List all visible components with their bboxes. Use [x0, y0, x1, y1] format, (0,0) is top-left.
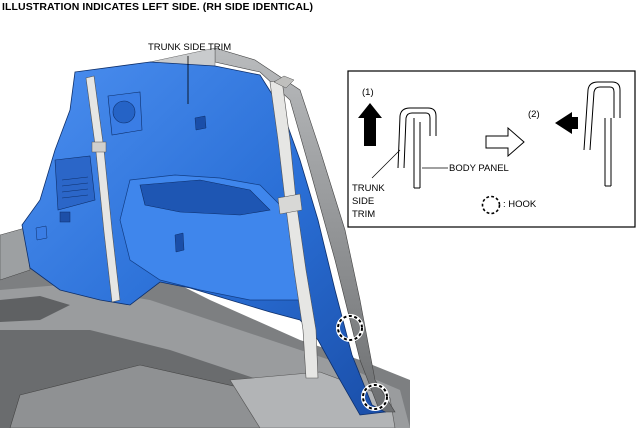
hook-marker-icon	[336, 314, 364, 342]
step-1-label: (1)	[362, 87, 374, 98]
trim-leader	[371, 149, 401, 179]
hook-marker-icon	[361, 383, 389, 411]
arrow-right-outline-icon	[485, 126, 525, 158]
detail-inset-box	[347, 70, 636, 228]
trim-label-line-3: TRIM	[352, 209, 376, 220]
body-panel-label: BODY PANEL	[449, 163, 509, 174]
trunk-side-trim	[21, 61, 387, 416]
hook-legend-label: : HOOK	[503, 199, 537, 210]
trim-label-line-2: SIDE	[352, 196, 375, 207]
arrow-up-icon	[358, 103, 382, 146]
trim-hook-detail	[397, 107, 437, 189]
hook-legend-icon	[481, 195, 501, 215]
trunk-side-trim-label: TRUNK SIDE TRIM	[148, 42, 232, 53]
trim-label-line-1: TRUNK	[352, 183, 385, 194]
step-2-label: (2)	[528, 109, 540, 120]
seat-belt	[85, 75, 319, 379]
trunk-side-trim-inset-label: TRUNK SIDE TRIM	[352, 182, 385, 221]
arrow-left-icon	[555, 112, 578, 134]
trim-removed-detail	[583, 81, 621, 187]
illustration-caption: ILLUSTRATION INDICATES LEFT SIDE. (RH SI…	[2, 1, 314, 13]
